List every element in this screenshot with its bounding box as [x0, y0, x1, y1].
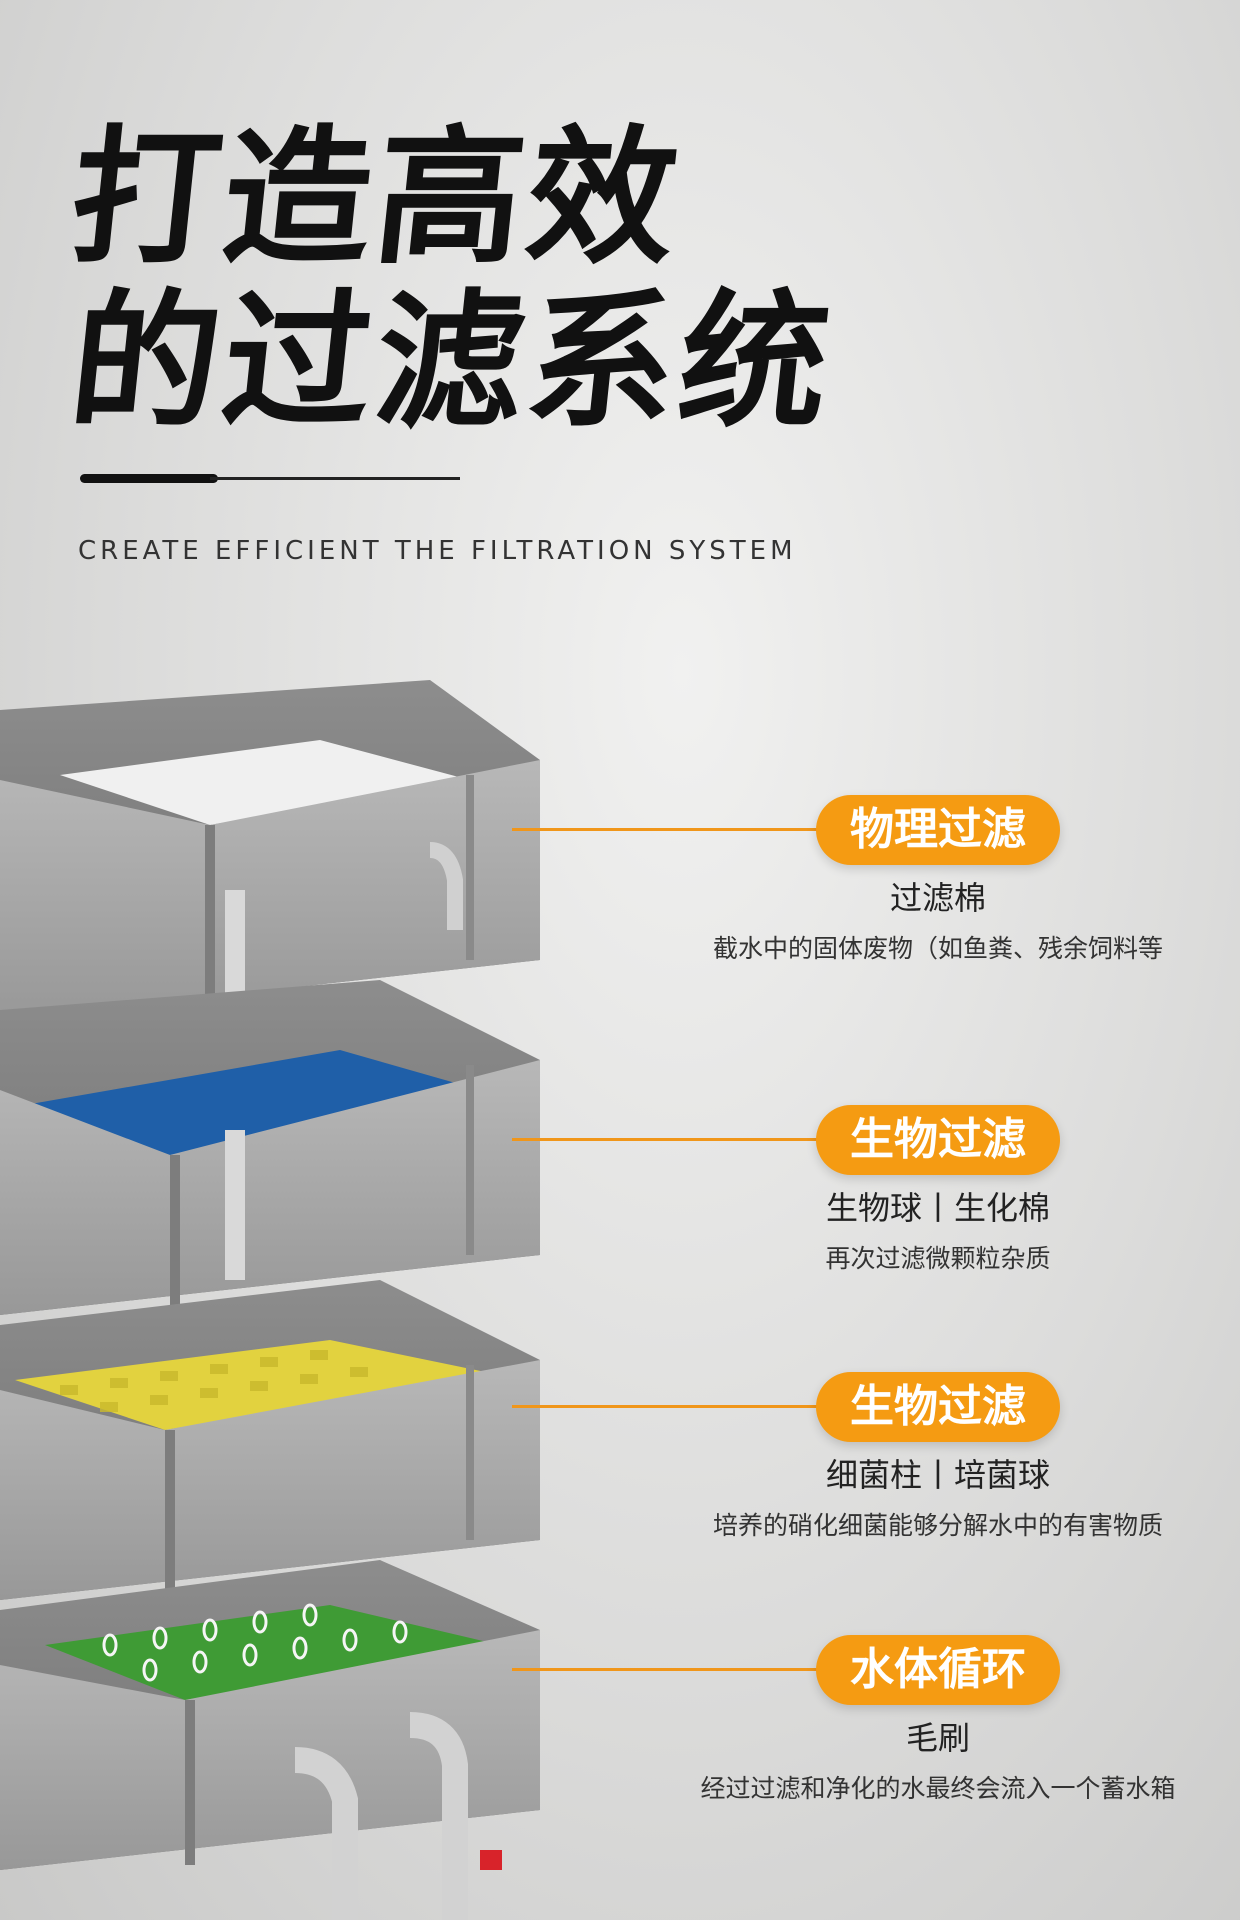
red-valve: [480, 1850, 502, 1870]
page-title-line-1: 打造高效: [62, 112, 690, 284]
crate-bio-filter-2: [0, 1280, 540, 1600]
leader-line-2: [512, 1138, 822, 1141]
layer-name-4: 毛刷: [905, 1719, 970, 1757]
leader-line-3: [512, 1405, 822, 1408]
filter-stack-illustration: [0, 680, 540, 1920]
layer-label-2: 生物过滤 生物球丨生化棉 再次过滤微颗粒杂质: [738, 1105, 1138, 1275]
layer-desc-3: 培养的硝化细菌能够分解水中的有害物质: [712, 1511, 1163, 1540]
layer-label-3: 生物过滤 细菌柱丨培菌球 培养的硝化细菌能够分解水中的有害物质: [713, 1372, 1163, 1542]
english-subtitle: CREATE EFFICIENT THE FILTRATION SYSTEM: [78, 536, 797, 566]
layer-desc-1: 截水中的固体废物（如鱼粪、残余饲料等: [712, 934, 1163, 963]
layer-tag-2: 生物过滤: [816, 1105, 1060, 1175]
bio-cotton-mat: [25, 1050, 480, 1155]
layer-desc-4: 经过过滤和净化的水最终会流入一个蓄水箱: [700, 1774, 1176, 1803]
layer-name-2: 生物球丨生化棉: [825, 1189, 1050, 1227]
brush-bed: [45, 1605, 500, 1700]
layer-label-1: 物理过滤 过滤棉 截水中的固体废物（如鱼粪、残余饲料等: [713, 795, 1163, 965]
layer-tag-4: 水体循环: [816, 1635, 1060, 1705]
leader-line-4: [512, 1668, 822, 1671]
title-divider-thin: [210, 477, 460, 480]
drain-pipe-left: [294, 1747, 358, 1920]
crate-bio-filter-1: [0, 980, 540, 1315]
leader-line-1: [512, 828, 822, 831]
layer-name-3: 细菌柱丨培菌球: [825, 1456, 1050, 1494]
layer-tag-3: 生物过滤: [816, 1372, 1060, 1442]
layer-label-4: 水体循环 毛刷 经过过滤和净化的水最终会流入一个蓄水箱: [700, 1635, 1176, 1805]
title-divider-thick: [80, 474, 218, 483]
layer-tag-1: 物理过滤: [816, 795, 1060, 865]
page-title-line-2: 的过滤系统: [62, 276, 842, 448]
filter-cotton: [60, 740, 470, 825]
layer-desc-2: 再次过滤微颗粒杂质: [825, 1244, 1051, 1273]
outlet-elbow: [429, 842, 463, 930]
layer-name-1: 过滤棉: [889, 879, 986, 917]
drain-pipe-right: [409, 1712, 468, 1920]
crate-water-circulation: [0, 1560, 540, 1920]
crate-physical-filter: [0, 680, 540, 1210]
